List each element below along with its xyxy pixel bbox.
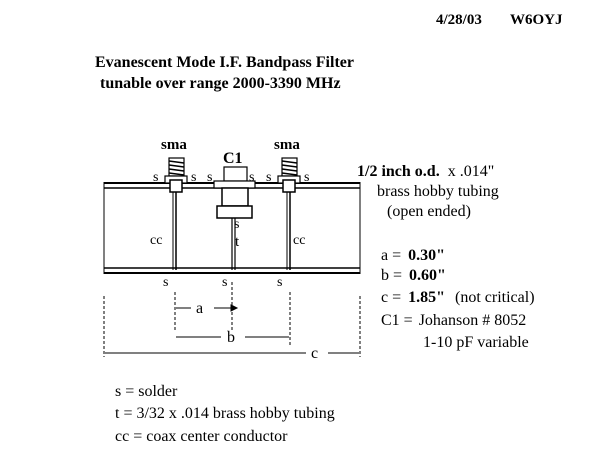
solder-label: s xyxy=(153,170,158,185)
solder-label: s xyxy=(266,170,271,185)
solder-label: s xyxy=(234,217,239,232)
c1-part-label: C1 = xyxy=(381,312,417,329)
tubing-label: t xyxy=(235,234,240,250)
callsign-text: W6OYJ xyxy=(510,12,563,28)
tubing-note-line-3: (open ended) xyxy=(387,203,471,220)
date-text: 4/28/03 xyxy=(436,12,482,28)
solder-label: s xyxy=(304,170,309,185)
right-sma-label: sma xyxy=(274,137,300,153)
c1-capacitor xyxy=(213,166,256,270)
left-sma-label: sma xyxy=(161,137,187,153)
dim-a-label: a = xyxy=(381,247,405,264)
tubing-note-line-1: 1/2 inch o.d. x .014" xyxy=(357,163,494,180)
title-line-2: tunable over range 2000-3390 MHz xyxy=(100,75,341,92)
solder-label: s xyxy=(277,275,282,290)
dim-c-row: c = 1.85" (not critical) xyxy=(381,289,535,306)
legend-solder: s = solder xyxy=(115,383,178,400)
dim-b-value: 0.60" xyxy=(409,267,446,284)
legend-tubing: t = 3/32 x .014 brass hobby tubing xyxy=(115,405,335,422)
dim-c-label: c = xyxy=(381,289,405,306)
dim-a-value: 0.30" xyxy=(408,247,445,264)
right-sma-connector xyxy=(277,157,301,270)
tubing-thickness: x .014" xyxy=(448,163,495,180)
dimension-a-label: a xyxy=(196,300,203,317)
left-cc-label: cc xyxy=(150,233,162,248)
dimension-b-label: b xyxy=(227,329,235,346)
c1-detail: 1-10 pF variable xyxy=(423,334,529,351)
dim-b-row: b = 0.60" xyxy=(381,267,446,284)
solder-label: s xyxy=(249,170,254,185)
solder-label: s xyxy=(207,170,212,185)
dim-c-value: 1.85" xyxy=(408,289,445,306)
c1-row: C1 = Johanson # 8052 xyxy=(381,312,526,329)
dim-b-label: b = xyxy=(381,267,406,284)
tubing-od: 1/2 inch o.d. xyxy=(357,163,440,180)
solder-label: s xyxy=(163,275,168,290)
c1-part-value: Johanson # 8052 xyxy=(419,312,527,329)
dim-a-row: a = 0.30" xyxy=(381,247,445,264)
solder-label: s xyxy=(191,170,196,185)
dimension-lines xyxy=(103,282,361,357)
right-cc-label: cc xyxy=(293,233,305,248)
c1-label: C1 xyxy=(223,150,243,167)
legend-coax: cc = coax center conductor xyxy=(115,428,288,445)
dimension-c-label: c xyxy=(311,345,318,362)
dim-c-note: (not critical) xyxy=(455,289,535,306)
tubing-note-line-2: brass hobby tubing xyxy=(377,183,499,200)
left-sma-connector xyxy=(164,157,188,270)
solder-label: s xyxy=(222,275,227,290)
title-line-1: Evanescent Mode I.F. Bandpass Filter xyxy=(95,54,354,71)
